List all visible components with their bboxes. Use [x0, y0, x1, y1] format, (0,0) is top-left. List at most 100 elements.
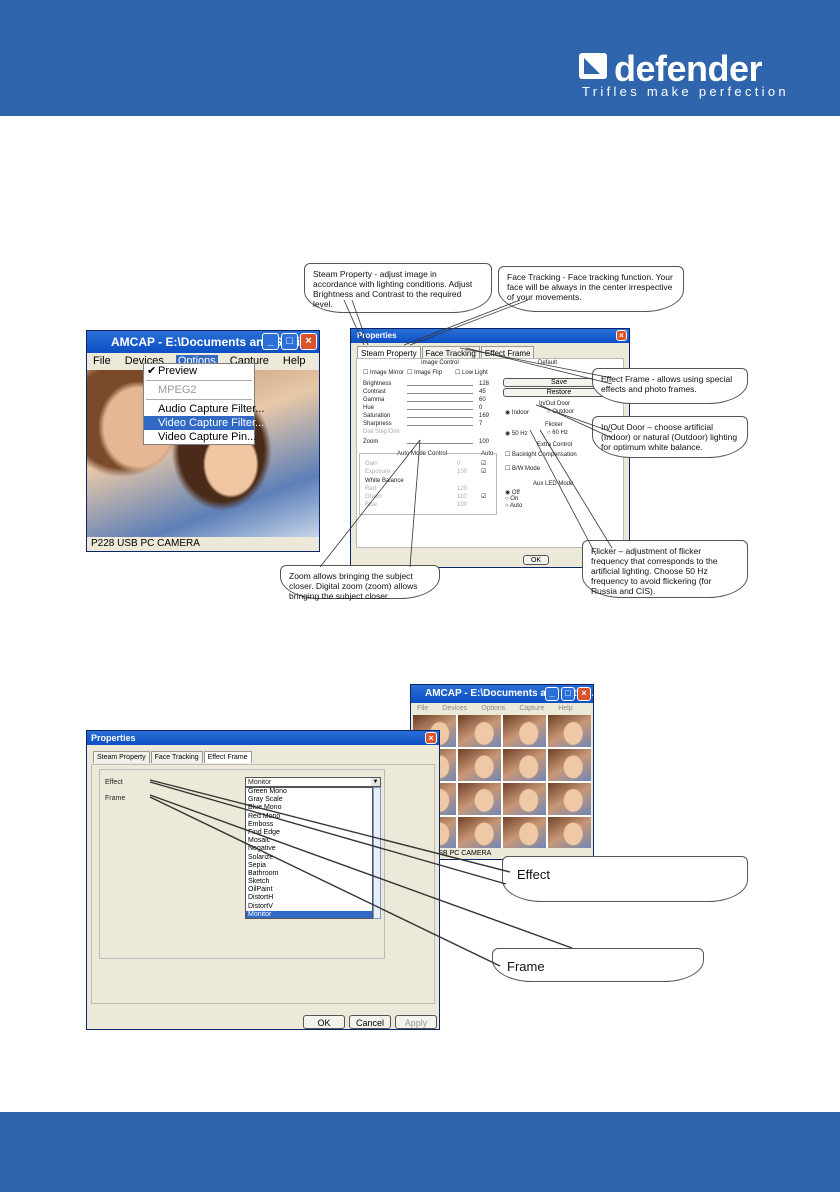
check-exposure-auto[interactable]: ☑ [481, 469, 487, 475]
radio-indoor[interactable]: ◉ Indoor [505, 410, 529, 416]
list-item[interactable]: Blue Mono [248, 804, 282, 812]
extra-control-heading: Extra Control [537, 442, 573, 448]
check-bw-mode[interactable]: ☐ B/W Mode [505, 466, 541, 472]
label-effect: Effect [105, 779, 123, 786]
list-item[interactable]: Mosaic [248, 837, 271, 845]
chevron-down-icon[interactable]: ▼ [371, 778, 380, 786]
radio-led-off[interactable]: ◉ Off [505, 490, 520, 496]
list-item[interactable]: Negative [248, 845, 276, 853]
value-brightness[interactable]: 128 [479, 381, 490, 387]
check-low-light[interactable]: ☐ Low Light [455, 370, 488, 376]
slider-contrast[interactable] [407, 393, 473, 394]
effect-select[interactable]: Monitor ▼ [245, 777, 381, 787]
list-item[interactable]: DistortV [248, 902, 273, 910]
label-saturation: Saturation [363, 413, 391, 419]
close-button[interactable]: × [425, 732, 437, 744]
menu-file[interactable]: File [93, 355, 111, 367]
check-gain-auto[interactable]: ☑ [481, 461, 487, 467]
properties-large-title-bar: Properties × [87, 731, 439, 745]
cancel-button[interactable]: Cancel [349, 1015, 391, 1029]
radio-outdoor[interactable]: ○ Outdoor [547, 409, 574, 415]
flicker-heading: Flicker [545, 422, 563, 428]
effect-frame-inner [99, 769, 385, 959]
ok-button[interactable]: OK [523, 555, 549, 565]
slider-hue[interactable] [407, 409, 473, 410]
list-item-selected[interactable]: Monitor [246, 910, 372, 918]
value-zoom[interactable]: 100 [479, 439, 490, 445]
callout-flicker: Flicker – adjustment of flicker frequenc… [582, 540, 748, 598]
menu-item-preview[interactable]: ✔Preview [147, 365, 198, 377]
tab-face-tracking[interactable]: Face Tracking [421, 346, 480, 360]
value-sharpness[interactable]: 7 [479, 421, 483, 427]
callout-zoom: Zoom allows bringing the subject closer.… [280, 565, 440, 601]
label-blue: Blue [365, 502, 378, 508]
tab-steam-property[interactable]: Steam Property [357, 346, 421, 360]
footer-bar [0, 1112, 840, 1192]
menu-help[interactable]: Help [282, 355, 306, 367]
list-item[interactable]: Bathroom [248, 869, 279, 877]
label-sharpness: Sharpness [363, 421, 392, 427]
value-red: 120 [457, 486, 468, 492]
list-item[interactable]: Sepia [248, 861, 266, 869]
check-wb-auto[interactable]: ☑ [481, 494, 487, 500]
tab-effect-frame[interactable]: Effect Frame [203, 751, 252, 763]
slider-sharpness[interactable] [407, 425, 473, 426]
close-button[interactable]: × [577, 687, 591, 701]
menu-item-mpeg2: MPEG2 [158, 384, 197, 396]
list-item[interactable]: Green Mono [248, 788, 287, 795]
radio-50hz[interactable]: ◉ 50 Hz [505, 431, 528, 437]
slider-saturation[interactable] [407, 417, 473, 418]
value-saturation[interactable]: 169 [479, 413, 490, 419]
minimize-button[interactable]: _ [545, 687, 559, 701]
check-backlight[interactable]: ☐ Backlight Compensation [505, 452, 577, 458]
minimize-button[interactable]: _ [262, 333, 279, 350]
value-exposure: 100 [457, 469, 468, 475]
list-item[interactable]: DistortH [248, 894, 274, 902]
close-button[interactable]: × [616, 330, 627, 341]
image-control-heading: Image Control [421, 360, 459, 366]
list-item[interactable]: Sketch [248, 878, 270, 886]
tab-steam-property[interactable]: Steam Property [93, 751, 150, 763]
callout-effect-frame: Effect Frame - allows using special effe… [592, 368, 748, 404]
effect-frame-panel [91, 764, 435, 1004]
list-item[interactable]: Find Edge [248, 828, 280, 836]
radio-60hz[interactable]: ○ 60 Hz [547, 430, 568, 436]
status-bar: P228 USB PC CAMERA [87, 537, 319, 551]
radio-led-auto[interactable]: ○ Auto [505, 503, 523, 509]
list-scrollbar[interactable] [373, 787, 381, 919]
list-item[interactable]: Solarize [248, 853, 274, 861]
list-item[interactable]: OilPaint [248, 886, 273, 894]
slider-brightness[interactable] [407, 385, 473, 386]
close-button[interactable]: × [300, 333, 317, 350]
radio-led-on[interactable]: ○ On [505, 496, 519, 502]
ok-button[interactable]: OK [303, 1015, 345, 1029]
callout-steam-property: Steam Property - adjust image in accorda… [304, 263, 492, 313]
tab-face-tracking[interactable]: Face Tracking [150, 751, 203, 763]
callout-effect: Effect [502, 856, 748, 902]
apply-button[interactable]: Apply [395, 1015, 437, 1029]
menu-item-video-capture-filter[interactable]: Video Capture Filter... [144, 416, 264, 430]
check-image-flip[interactable]: ☐ Image Flip [407, 370, 443, 376]
slider-gamma[interactable] [407, 401, 473, 402]
maximize-button[interactable]: □ [281, 333, 298, 350]
value-gain: 0 [457, 461, 461, 467]
value-hue[interactable]: 0 [479, 405, 483, 411]
value-gamma[interactable]: 60 [479, 397, 486, 403]
label-hue: Hue [363, 405, 375, 411]
value-contrast[interactable]: 45 [479, 389, 486, 395]
maximize-button[interactable]: □ [561, 687, 575, 701]
tab-effect-frame[interactable]: Effect Frame [480, 346, 535, 360]
menu-item-video-capture-pin[interactable]: Video Capture Pin... [158, 431, 257, 443]
default-heading: Default [538, 360, 558, 366]
check-image-mirror[interactable]: ☐ Image Mirror [363, 370, 405, 376]
slider-zoom[interactable] [407, 443, 473, 444]
list-item[interactable]: Gray Scale [248, 796, 283, 804]
list-item[interactable]: Red Mono [248, 812, 281, 820]
menu-item-audio-capture-filter[interactable]: Audio Capture Filter... [158, 403, 265, 415]
list-item[interactable]: Emboss [248, 820, 274, 828]
